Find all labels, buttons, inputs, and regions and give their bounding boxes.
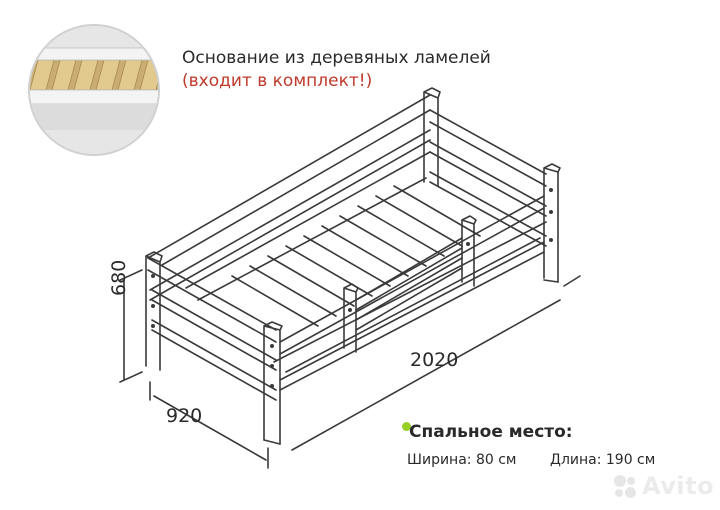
slats-caption: Основание из деревяных ламелей xyxy=(182,48,491,68)
avito-watermark: Avito xyxy=(612,472,714,500)
sleeping-place-width: Ширина: 80 см xyxy=(407,452,517,468)
width-dimension-label: 920 xyxy=(166,405,203,427)
slats-detail-inset xyxy=(28,24,160,156)
slats-included-note: (входит в комплект!) xyxy=(182,71,373,91)
height-dimension-label: 680 xyxy=(108,259,130,296)
length-dimension-label: 2020 xyxy=(410,349,459,371)
avito-watermark-text: Avito xyxy=(642,472,715,500)
avito-logo-icon xyxy=(612,473,638,499)
slats-detail-image xyxy=(30,26,158,154)
sleeping-place-title: Спальное место: xyxy=(409,422,573,442)
sleeping-place-length: Длина: 190 см xyxy=(550,452,656,468)
green-dot-icon xyxy=(402,422,411,431)
